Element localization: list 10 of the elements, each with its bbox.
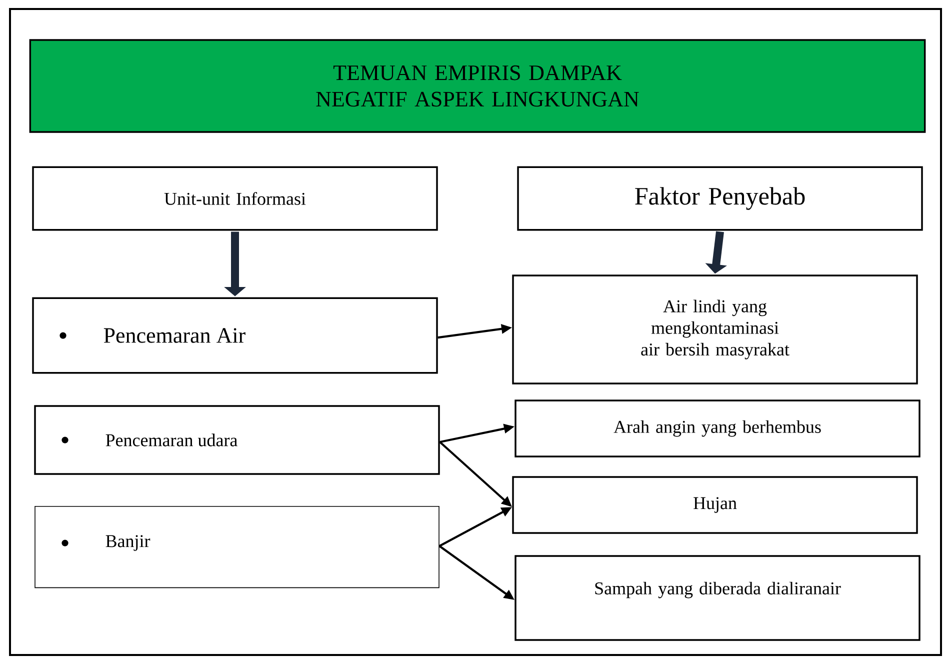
- cause-box: Air lindi yang mengkontaminasi air bersih masyrakat: [512, 274, 918, 384]
- bullet-item-box: Pencemaran Air: [32, 297, 438, 374]
- column-header-box: Faktor Penyebab: [517, 166, 923, 231]
- title-banner: TEMUAN EMPIRIS DAMPAK NEGATIF ASPEK LINGKUNGAN: [29, 39, 926, 133]
- cause-box: Sampah yang diberada dialiranair: [514, 555, 920, 641]
- cause-box: Hujan: [512, 476, 918, 534]
- cause-box: Arah angin yang berhembus: [514, 400, 920, 458]
- bullet-item-box: Banjir: [34, 506, 440, 588]
- bullet-item-box: Pencemaran udara: [34, 405, 440, 475]
- column-header-box: Unit-unit Informasi: [32, 166, 438, 231]
